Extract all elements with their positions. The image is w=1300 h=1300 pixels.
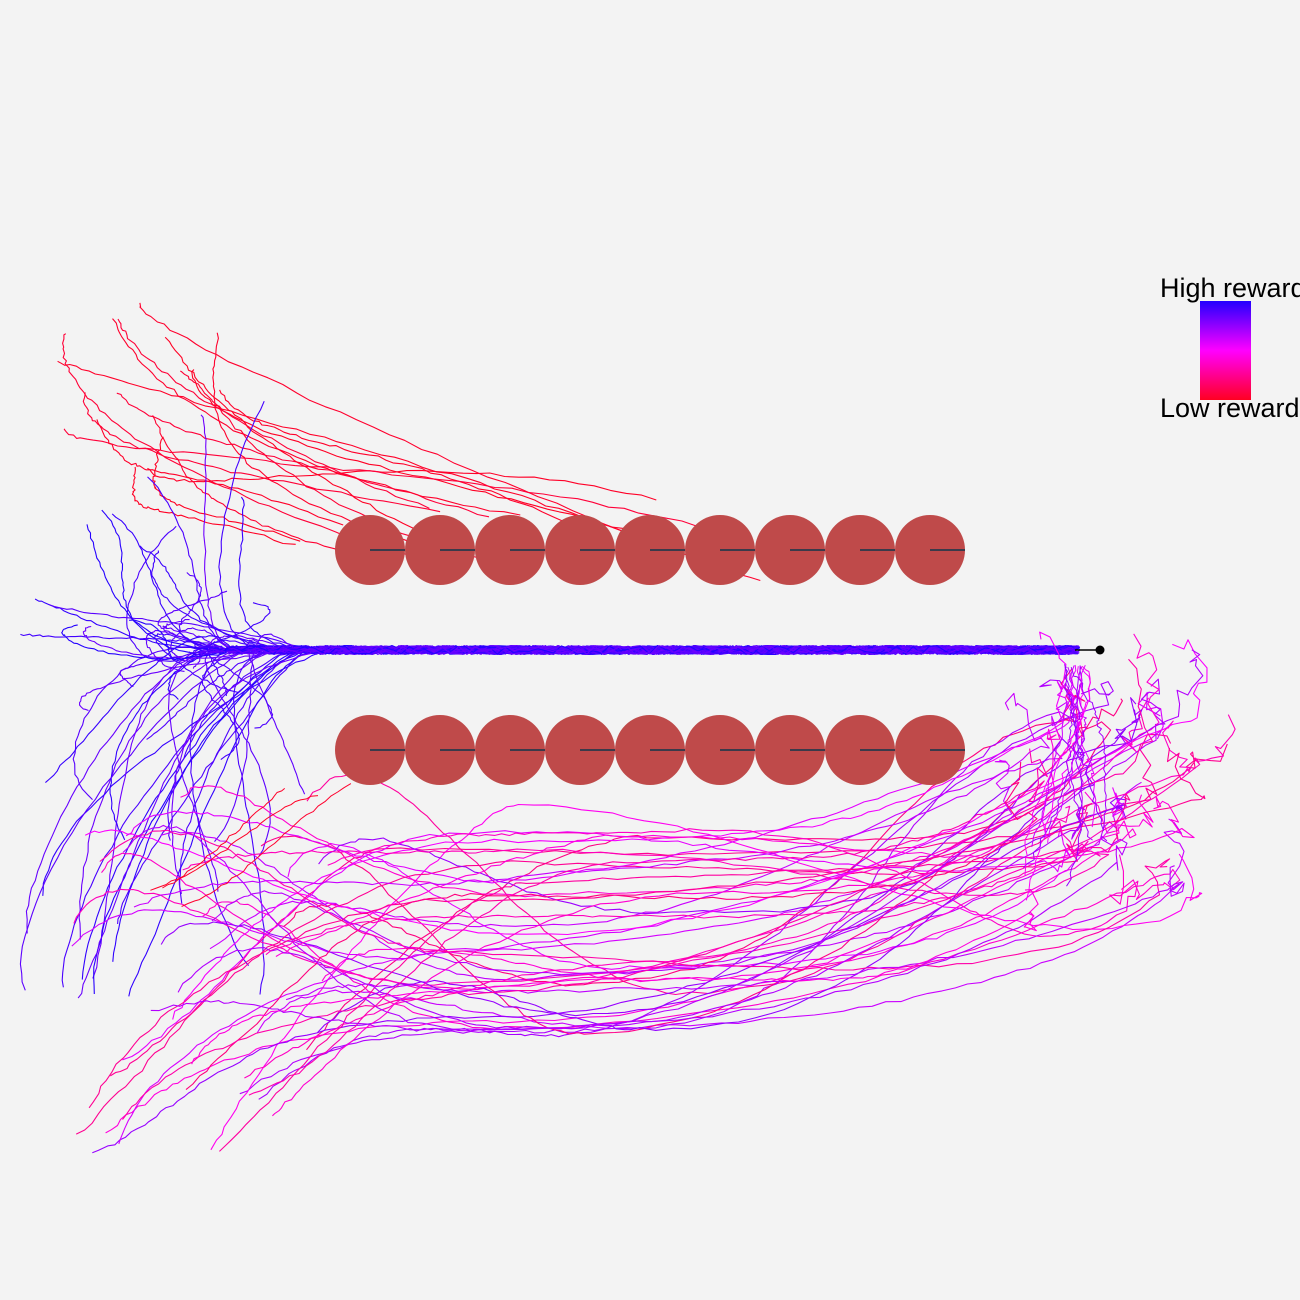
high-reward-trajectory	[25, 645, 1074, 934]
low-reward-trajectory	[117, 318, 430, 509]
low-reward-trajectory	[116, 392, 490, 518]
mid-reward-trajectory	[1070, 666, 1107, 831]
mid-reward-trajectory	[287, 787, 1124, 970]
low-reward-trajectory	[96, 419, 344, 526]
mid-reward-trajectory	[150, 649, 1204, 1031]
mid-reward-trajectory	[210, 803, 1203, 1151]
mid-reward-trajectory	[118, 691, 1164, 1145]
low-reward-trajectory	[112, 318, 521, 516]
legend-low-label: Low reward	[1160, 393, 1300, 423]
mid-reward-trajectory	[75, 743, 1228, 1135]
mid-reward-trajectory	[321, 791, 1137, 983]
mid-reward-trajectory	[88, 747, 1206, 1109]
legend-color-bar	[1200, 301, 1251, 400]
mid-reward-trajectory	[191, 888, 1039, 1065]
mid-reward-trajectory	[105, 794, 1154, 1134]
mid-reward-trajectory	[1031, 665, 1075, 847]
high-reward-trajectory	[61, 624, 1074, 660]
mid-reward-trajectory	[99, 829, 1171, 971]
mid-reward-trajectory	[1064, 666, 1083, 887]
mid-reward-trajectory	[71, 759, 1013, 960]
low-reward-trajectory	[162, 795, 319, 889]
mid-reward-trajectory	[73, 714, 1236, 986]
low-reward-trajectory	[152, 415, 388, 566]
mid-reward-trajectory	[185, 761, 1038, 1091]
low-reward-trajectory	[147, 467, 657, 501]
mid-reward-trajectory	[84, 639, 1208, 936]
mid-reward-trajectory	[317, 709, 1138, 1033]
goal-layer	[1075, 645, 1105, 655]
mid-reward-trajectory	[1065, 666, 1093, 841]
mid-reward-trajectory	[1024, 665, 1091, 876]
low-reward-trajectory	[57, 360, 634, 535]
mid-reward-trajectory	[285, 865, 1185, 1001]
mid-reward-trajectory	[172, 631, 1067, 1020]
goal-marker	[1095, 645, 1105, 655]
low-reward-trajectory	[181, 783, 352, 907]
mid-reward-trajectory	[318, 697, 1143, 915]
low-reward-trajectory	[82, 392, 441, 513]
mid-reward-trajectory	[1070, 664, 1097, 828]
mid-reward-trajectory	[1048, 664, 1086, 838]
mid-reward-trajectory	[219, 792, 1131, 1152]
mid-reward-trajectory	[256, 818, 1185, 1034]
high-reward-trajectory	[77, 645, 1075, 999]
low-reward-trajectory	[212, 332, 471, 562]
mid-reward-trajectory	[260, 668, 1088, 1035]
obstacle-layer	[335, 515, 965, 785]
low-reward-trajectory	[150, 788, 286, 891]
low-reward-trajectory	[164, 336, 422, 534]
mid-reward-trajectory	[182, 840, 1110, 897]
trajectory-layer	[19, 302, 1236, 1154]
mid-reward-trajectory	[122, 658, 1153, 1120]
legend-high-label: High reward	[1160, 273, 1300, 303]
low-reward-trajectory	[191, 369, 635, 534]
mid-reward-trajectory	[133, 692, 1050, 908]
mid-reward-trajectory	[125, 681, 1074, 884]
mid-reward-trajectory	[327, 828, 1139, 938]
low-reward-trajectory	[131, 466, 296, 545]
mid-reward-trajectory	[209, 701, 1068, 950]
mid-reward-trajectory	[239, 679, 1083, 1095]
low-reward-trajectory	[219, 389, 577, 527]
low-reward-trajectory	[63, 428, 699, 528]
mid-reward-trajectory	[248, 748, 1048, 1096]
mid-reward-trajectory	[272, 633, 1160, 1117]
low-reward-trajectory	[62, 333, 416, 558]
mid-reward-trajectory	[265, 805, 1089, 956]
